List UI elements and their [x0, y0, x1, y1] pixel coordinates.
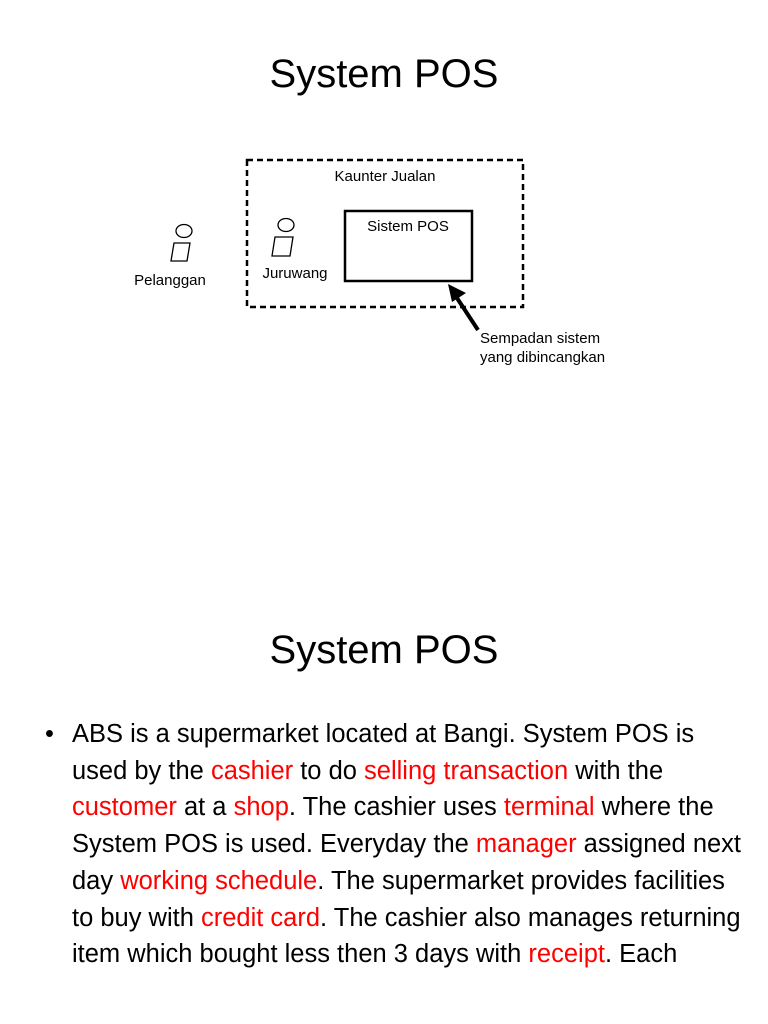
- arrow-icon: [448, 284, 480, 332]
- bullet-list: • ABS is a supermarket located at Bangi.…: [45, 716, 745, 973]
- text-run: . The supermarket provides facilities to…: [72, 866, 725, 932]
- bullet-icon: •: [45, 720, 54, 748]
- highlighted-term: shop: [233, 793, 289, 822]
- highlighted-term: working schedule: [120, 866, 318, 895]
- bullet-item: • ABS is a supermarket located at Bangi.…: [45, 716, 745, 973]
- highlighted-term: receipt: [528, 940, 605, 969]
- text-run: . The cashier also manages returning ite…: [72, 903, 741, 969]
- highlighted-term: selling transaction: [364, 756, 569, 785]
- highlighted-term: credit card: [200, 903, 321, 932]
- highlighted-term: terminal: [503, 793, 595, 822]
- slide-2: System POS • ABS is a supermarket locate…: [0, 512, 768, 1024]
- text-run: with the: [568, 756, 664, 785]
- highlighted-term: manager: [475, 830, 577, 859]
- highlighted-term: customer: [72, 793, 177, 822]
- system-box: [343, 209, 474, 283]
- slide-1: System POS Kaunter Jualan Sistem POS Pel…: [134, 52, 605, 366]
- highlighted-term: cashier: [210, 756, 294, 785]
- boundary-label: Kaunter Jualan: [335, 168, 436, 185]
- arrow-note-line-2: yang dibincangkan: [480, 349, 605, 366]
- text-run: where the System POS is used. Everyday t…: [72, 793, 714, 859]
- text-run: assigned next day: [72, 830, 742, 895]
- customer-actor-icon: [170, 223, 193, 262]
- text-run: ABS is a supermarket located at Bangi. S…: [72, 720, 695, 785]
- slide-1-title: System POS: [269, 52, 499, 96]
- text-run: . The cashier uses: [288, 793, 504, 822]
- text-run: at a: [176, 793, 234, 822]
- context-diagram: Kaunter Jualan Sistem POS Pelanggan Juru…: [134, 158, 605, 366]
- cashier-label: Juruwang: [262, 265, 327, 282]
- arrow-note-line-1: Sempadan sistem: [480, 330, 600, 347]
- system-label: Sistem POS: [367, 218, 449, 235]
- slide-2-title: System POS: [269, 628, 499, 672]
- text-run: to do: [293, 756, 365, 785]
- customer-label: Pelanggan: [134, 272, 206, 289]
- boundary-box: [245, 158, 525, 309]
- text-run: . Each: [604, 940, 678, 969]
- cashier-actor-icon: [271, 217, 295, 257]
- bullet-text: ABS is a supermarket located at Bangi. S…: [72, 720, 741, 968]
